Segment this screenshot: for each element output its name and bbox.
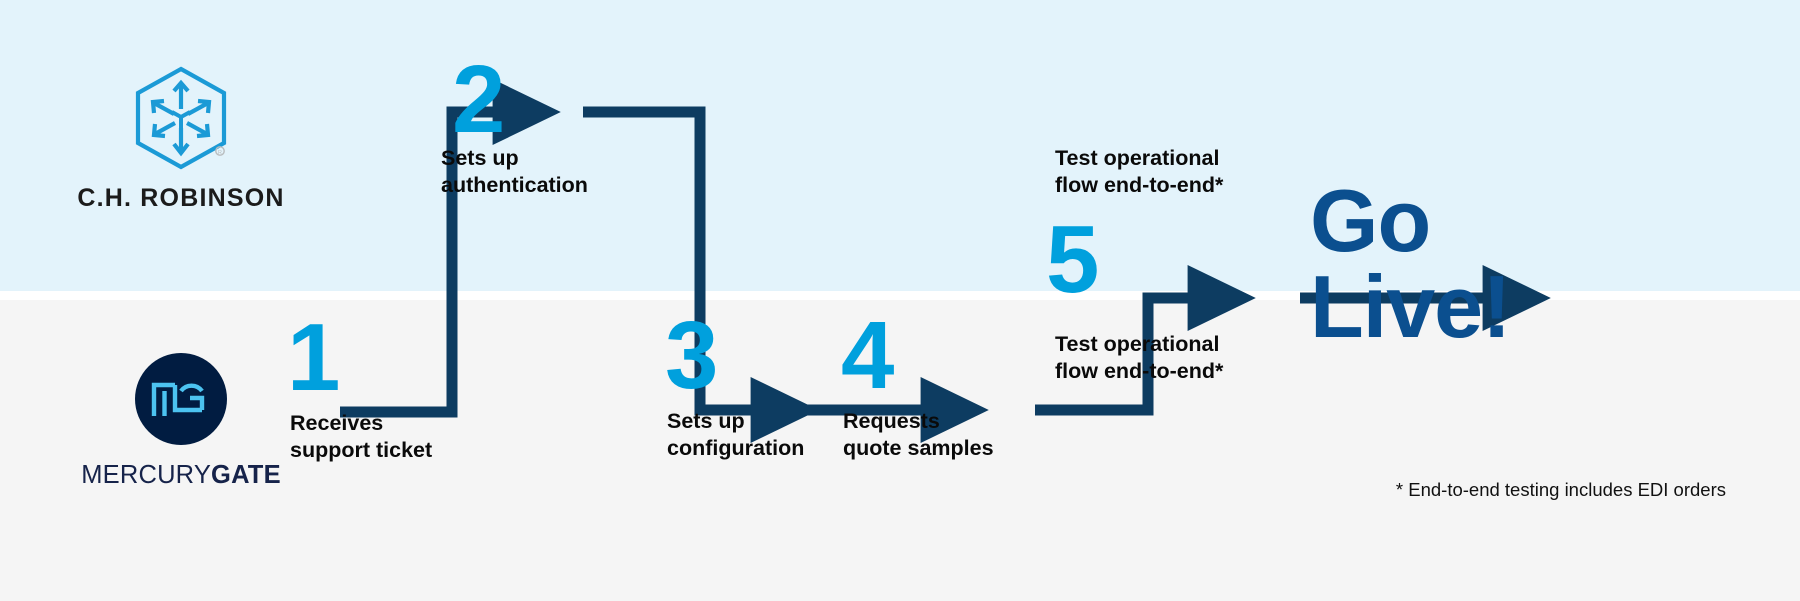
step-number-3: 3 <box>665 302 719 409</box>
chrobinson-wordmark: C.H. ROBINSON <box>77 184 285 212</box>
step-number-2: 2 <box>452 46 506 153</box>
chrobinson-lane-band <box>0 0 1800 291</box>
step-caption-1: Receives support ticket <box>290 411 433 462</box>
go-live-label: Go Live! <box>1310 171 1511 357</box>
step-caption-2: Sets up authentication <box>441 146 588 197</box>
mercurygate-lane-band <box>0 300 1800 601</box>
step-caption-5-top: Test operational flow end-to-end* <box>1055 146 1224 197</box>
connector-2-to-3 <box>583 106 819 443</box>
mercurygate-logo: MERCURYGATE <box>62 353 300 490</box>
footnote: * End-to-end testing includes EDI orders <box>1395 479 1726 500</box>
step-number-5: 5 <box>1046 206 1100 313</box>
step-caption-4: Requests quote samples <box>843 409 994 460</box>
mercurygate-wordmark-bold: GATE <box>211 461 281 489</box>
connector-4-to-5 <box>1035 265 1256 416</box>
hexagon-arrows-icon: R <box>135 66 227 170</box>
mercurygate-wordmark-light: MERCURY <box>81 461 212 489</box>
mg-monogram-icon <box>135 353 227 445</box>
step-number-4: 4 <box>841 302 895 409</box>
mercurygate-wordmark: MERCURYGATE <box>62 461 300 490</box>
connector-1-to-2 <box>340 79 561 418</box>
step-number-1: 1 <box>287 304 341 411</box>
svg-text:R: R <box>218 150 222 156</box>
chrobinson-logo: R C.H. ROBINSON <box>62 66 300 213</box>
step-caption-5-bottom: Test operational flow end-to-end* <box>1055 332 1224 383</box>
step-caption-3: Sets up configuration <box>667 409 805 460</box>
